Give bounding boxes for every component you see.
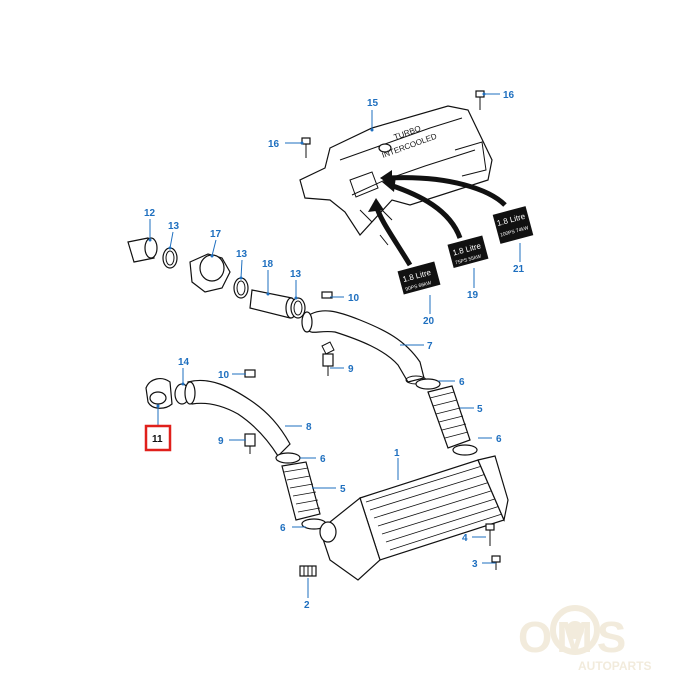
- elbow-11: [145, 378, 173, 409]
- callout-10-top: 10: [348, 293, 360, 304]
- callout-5-right: 5: [477, 404, 483, 415]
- callout-5-left: 5: [340, 484, 346, 495]
- screw-16-left: [301, 137, 311, 158]
- resonator-17: [189, 253, 231, 293]
- callout-13-c: 13: [290, 269, 302, 280]
- callout-2: 2: [304, 600, 310, 611]
- callout-6-left-bottom: 6: [280, 523, 286, 534]
- callout-9-left: 9: [218, 436, 224, 447]
- hose-5-left: [281, 461, 321, 521]
- callout-18: 18: [262, 259, 274, 270]
- callout-9-top: 9: [348, 364, 354, 375]
- engine-cover: TURBO INTERCOOLED: [299, 105, 493, 246]
- callout-4: 4: [462, 533, 468, 544]
- clamp-6-left-top: [275, 452, 301, 464]
- callout-16-left: 16: [268, 139, 280, 150]
- badge-19: 1.8 Litre 75PS 55kW: [447, 235, 489, 268]
- watermark-sub: AUTOPARTS: [578, 659, 652, 673]
- callout-7: 7: [427, 341, 433, 352]
- clamp-6-right-bottom: [452, 444, 478, 456]
- badge-21: 1.8 Litre 100PS 74kW: [492, 206, 534, 244]
- callout-10-left: 10: [218, 370, 230, 381]
- callout-labels: 15 16 16 12 13 17 13 18 13 10 7 9 14 10 …: [144, 90, 525, 611]
- callout-19: 19: [467, 290, 479, 301]
- leader-lines: [149, 93, 521, 598]
- callout-3: 3: [472, 559, 478, 570]
- callout-11-highlight-box: [144, 424, 172, 452]
- leader-dots: [148, 92, 486, 408]
- clamp-13-a: [162, 247, 178, 269]
- bolt-10-left: [244, 369, 256, 378]
- badge-arrows: [368, 170, 507, 267]
- callout-8: 8: [306, 422, 312, 433]
- callout-13-a: 13: [168, 221, 180, 232]
- callout-15: 15: [367, 98, 379, 109]
- bolt-4: [485, 523, 495, 546]
- hose-8: [184, 379, 291, 457]
- sensor-9-left: [244, 433, 256, 454]
- callout-11: 11: [152, 434, 163, 445]
- ford-logo-icon: [378, 143, 392, 153]
- oms-watermark: OMS AUTOPARTS: [518, 605, 652, 673]
- watermark-brand: OMS: [518, 613, 630, 662]
- callout-14: 14: [178, 357, 190, 368]
- callout-12: 12: [144, 208, 156, 219]
- hose-5-right: [427, 385, 471, 449]
- callout-21: 21: [513, 264, 525, 275]
- callout-13-b: 13: [236, 249, 248, 260]
- connector-12: [127, 237, 158, 263]
- callout-1: 1: [394, 448, 400, 459]
- clamp-13-b: [233, 277, 249, 299]
- pipe-18: [249, 289, 297, 319]
- clamp-13-c: [290, 297, 306, 319]
- badge-20: 1.8 Litre 90PS 66kW: [397, 261, 441, 295]
- callout-16-right: 16: [503, 90, 515, 101]
- gear-icon: [550, 605, 600, 655]
- sensor-2: [299, 565, 317, 577]
- hose-7: [301, 310, 427, 385]
- callout-6-right-top: 6: [459, 377, 465, 388]
- callout-20: 20: [423, 316, 435, 327]
- bolt-10-top: [321, 291, 333, 299]
- callout-17: 17: [210, 229, 222, 240]
- callout-6-right-bottom: 6: [496, 434, 502, 445]
- intercooler-1: [319, 455, 509, 581]
- callout-6-left-top: 6: [320, 454, 326, 465]
- sensor-9-top: [321, 341, 335, 376]
- clamp-6-right-top: [415, 378, 441, 390]
